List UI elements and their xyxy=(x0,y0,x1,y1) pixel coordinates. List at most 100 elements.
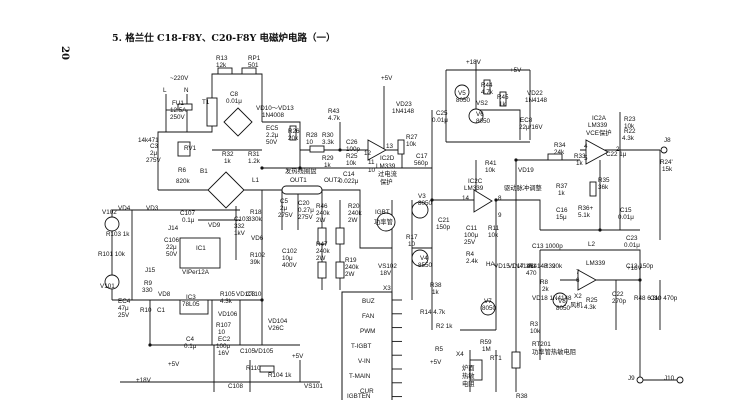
label-r39: R39 xyxy=(544,263,556,270)
label-r32v: 1k xyxy=(224,158,232,165)
label-r23v: 10k xyxy=(624,123,635,130)
label-x3: X3 xyxy=(383,285,391,292)
label-vd10v: 1N4008 xyxy=(262,112,285,119)
label-c17v: 560p xyxy=(414,160,429,167)
label-vd104: VD104 xyxy=(268,318,288,325)
label-r45: R45 xyxy=(497,94,509,101)
label-rt201: RT201 xyxy=(532,341,551,348)
label-r6: R6 xyxy=(178,167,187,174)
label-vd105: VD105 xyxy=(254,348,274,355)
label-c12: C12 150p xyxy=(626,263,654,270)
label-j14: J14 xyxy=(168,225,179,232)
label-c11v: 100μ xyxy=(464,232,479,239)
label-c16: C16 xyxy=(556,207,568,214)
label-r104: R104 1k xyxy=(268,372,292,379)
label-ic2dv2: 过电流 xyxy=(378,169,398,178)
label-r30v: 3.3k xyxy=(322,139,335,146)
label-c5v: 2μ xyxy=(280,205,288,212)
label-igbten: IGBTEN xyxy=(347,393,371,400)
label-c15v: 0.01μ xyxy=(618,214,634,221)
resistor-r104 xyxy=(259,365,275,373)
label-r3v: 10k xyxy=(530,328,541,335)
label-fu1: FU1 xyxy=(172,100,184,107)
label-r107v: 10 xyxy=(218,329,226,336)
label-v8: V8 xyxy=(558,298,566,305)
label-vd104v: V26C xyxy=(268,325,284,332)
resistor-r34 xyxy=(547,153,563,161)
ic1-viper12a xyxy=(179,237,221,269)
label-vs2: VS2 xyxy=(476,100,488,107)
resistor-r28 xyxy=(309,145,325,153)
label-r1v: 470 xyxy=(526,270,537,277)
label-vd23: VD23 xyxy=(396,101,412,108)
label-r13: R13 xyxy=(216,55,228,62)
label-v8v: 8050 xyxy=(556,305,571,312)
label-cur: CUR xyxy=(360,388,374,395)
label-r11: R11 xyxy=(488,225,500,232)
label-r20v: 240k xyxy=(348,210,363,217)
label-ic2av2: VCE保护 xyxy=(586,128,612,137)
label-r36: R36+ xyxy=(578,205,594,212)
label-r46v2: 2W xyxy=(316,217,326,224)
label-c8v: 0.01μ xyxy=(226,98,242,105)
label-ic2av: LM339 xyxy=(588,122,608,129)
label-vd8: VD8 xyxy=(158,291,171,298)
label-ec2v2: 16V xyxy=(218,350,230,357)
label-n12: 12 xyxy=(364,150,372,157)
transistor-v7 xyxy=(480,300,496,316)
label-vd18: VD18 1N4148 xyxy=(532,295,572,302)
label-vd23v: 1N4148 xyxy=(392,108,415,115)
label-vs101: VS101 xyxy=(304,383,323,390)
label-ha: HA xyxy=(486,261,496,268)
label-v6v: 8050 xyxy=(476,118,491,125)
label-r26: R26 xyxy=(288,128,300,135)
label-L: L xyxy=(163,87,167,94)
label-r47: R47 xyxy=(316,241,328,248)
label-r110: R110 xyxy=(246,365,261,372)
resistor-r44 xyxy=(483,79,491,95)
label-n6: 6 xyxy=(576,277,580,284)
label-x2v: 风机 xyxy=(570,300,583,309)
label-r27v: 10k xyxy=(406,141,417,148)
label-ec5v: 2.2μ xyxy=(266,132,279,139)
label-plus18b: +18V xyxy=(466,59,482,66)
label-drv: 驱动脉冲调整 xyxy=(504,183,542,192)
label-r34: R34 xyxy=(554,142,566,149)
label-ic2d: IC2D xyxy=(380,155,395,162)
label-r14: R14 4.7k xyxy=(420,309,446,316)
label-tigbt: T-IGBT xyxy=(351,343,371,350)
label-plus5e: +5V xyxy=(510,67,522,74)
label-r3: R3 xyxy=(530,321,539,328)
label-vd106: VD106 xyxy=(218,311,238,318)
label-r23: R23 xyxy=(624,116,636,123)
label-c14: 14k471 xyxy=(138,137,159,144)
connector-x3-pins xyxy=(392,299,402,398)
label-r18v: 330k xyxy=(248,216,263,223)
label-N: N xyxy=(184,87,189,94)
label-v7: V7 xyxy=(484,298,492,305)
label-r33: R33 xyxy=(574,153,586,160)
label-r41v: 10k xyxy=(485,167,496,174)
resistor-r19 xyxy=(335,261,345,279)
label-r36v: 5.1k xyxy=(578,212,591,219)
label-ic2a: IC2A xyxy=(592,115,607,122)
pot-rp1 xyxy=(241,67,257,75)
label-x2: X2 xyxy=(574,293,582,300)
label-r48: R48 6.8k xyxy=(634,295,660,302)
label-c16v: 15μ xyxy=(556,214,567,221)
label-r11v: 10k xyxy=(488,232,499,239)
label-r31: R31 xyxy=(248,151,260,158)
label-r24: R24' xyxy=(660,159,673,166)
label-ec5v2: 50V xyxy=(266,139,278,146)
label-c107: C107 xyxy=(180,210,196,217)
label-coil: 发热线圈盘 xyxy=(285,166,317,175)
transistor-v101 xyxy=(104,274,120,290)
label-r38: R38 xyxy=(430,282,442,289)
label-j8: J8 xyxy=(664,137,671,144)
thermistor-rt201 xyxy=(511,351,521,369)
label-r5: R5 xyxy=(435,346,444,353)
label-r46v: 240k xyxy=(316,210,331,217)
label-ec8v: 22μ/16V xyxy=(519,124,543,131)
label-igbt: IGBT xyxy=(375,209,390,216)
